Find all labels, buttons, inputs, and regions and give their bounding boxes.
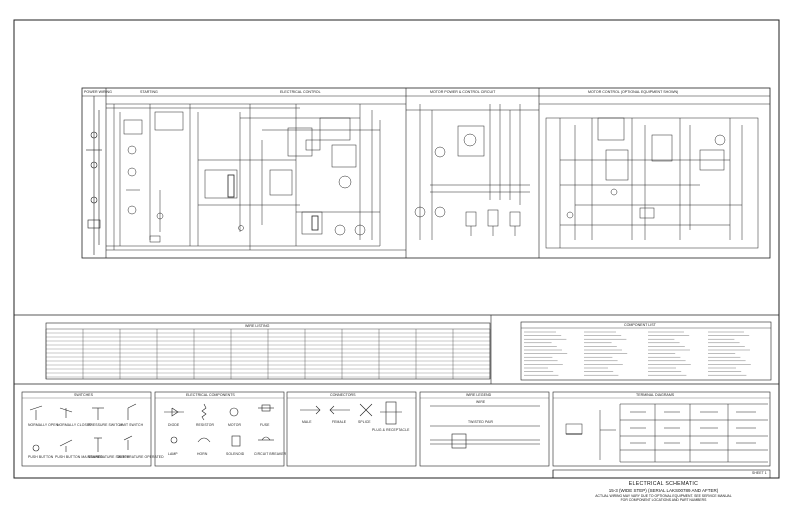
legend-label: TWISTED PAIR bbox=[468, 420, 494, 424]
legend-title-switches: SWITCHES bbox=[74, 393, 93, 397]
legend-title-connectors: CONNECTORS bbox=[330, 393, 356, 397]
legend-label: LIMIT SWITCH bbox=[119, 423, 144, 427]
legend-label: PUSH BUTTON bbox=[28, 455, 54, 459]
title-block-subtitle: 15-3 (WIDE STEP) (SERIAL LAKS00789 AND A… bbox=[608, 488, 719, 493]
legend-title-components: ELECTRICAL COMPONENTS bbox=[186, 393, 235, 397]
legend-title-wires: WIRE LEGEND bbox=[466, 393, 492, 397]
title-block-note: ACTUAL WIRING MAY VARY DUE TO OPTIONAL E… bbox=[595, 494, 732, 498]
schematic-area bbox=[81, 87, 771, 259]
title-block-note: FOR COMPONENT LOCATIONS AND PART NUMBERS bbox=[620, 498, 707, 502]
legend-label: TEMPERATURE SWITCH bbox=[88, 455, 130, 459]
legend-title-terminals: TERMINAL DIAGRAMS bbox=[636, 393, 675, 397]
legend-label: PLUG & RECEPTACLE bbox=[372, 428, 410, 432]
title-block-title: ELECTRICAL SCHEMATIC bbox=[628, 481, 699, 487]
section-title-power-wiring: POWER WIRING bbox=[84, 90, 112, 94]
legend-label: FEMALE bbox=[332, 420, 347, 424]
section-title-starting: STARTING bbox=[140, 90, 158, 94]
legend-label: MOTOR bbox=[228, 423, 242, 427]
legend-label: HORN bbox=[197, 452, 208, 456]
title-block-frame bbox=[552, 469, 771, 479]
legend-label: LAMP bbox=[168, 452, 178, 456]
legend-label: PRESSURE SWITCH bbox=[88, 423, 123, 427]
tables-row bbox=[14, 314, 779, 384]
legend-label: PUSH BUTTON MAINTAINED bbox=[55, 455, 104, 459]
sheet-number: SHEET 1 bbox=[752, 471, 767, 475]
legend-label: TEMPERATURE OPERATED bbox=[117, 455, 164, 459]
legend-label: CIRCUIT BREAKER bbox=[254, 452, 287, 456]
section-title-motor-control: MOTOR CONTROL (OPTIONAL EQUIPMENT SHOWN) bbox=[588, 90, 679, 94]
legend-label: SPLICE bbox=[358, 420, 371, 424]
legend-row bbox=[14, 383, 779, 467]
section-title-motor-power: MOTOR POWER & CONTROL CIRCUIT bbox=[430, 90, 496, 94]
legend-label: FUSE bbox=[260, 423, 270, 427]
wire-listing-title: WIRE LISTING bbox=[245, 324, 270, 328]
legend-label: NORMALLY CLOSED bbox=[57, 423, 92, 427]
legend-label: DIODE bbox=[168, 423, 180, 427]
legend-label: RESISTOR bbox=[196, 423, 215, 427]
legend-label: WIRE bbox=[476, 400, 486, 404]
section-title-electrical-control: ELECTRICAL CONTROL bbox=[280, 90, 321, 94]
sheet-border bbox=[13, 19, 780, 479]
component-list-title: COMPONENT LIST bbox=[624, 323, 656, 327]
legend-label: MALE bbox=[302, 420, 312, 424]
legend-label: SOLENOID bbox=[226, 452, 245, 456]
legend-label: NORMALLY OPEN bbox=[28, 423, 59, 427]
